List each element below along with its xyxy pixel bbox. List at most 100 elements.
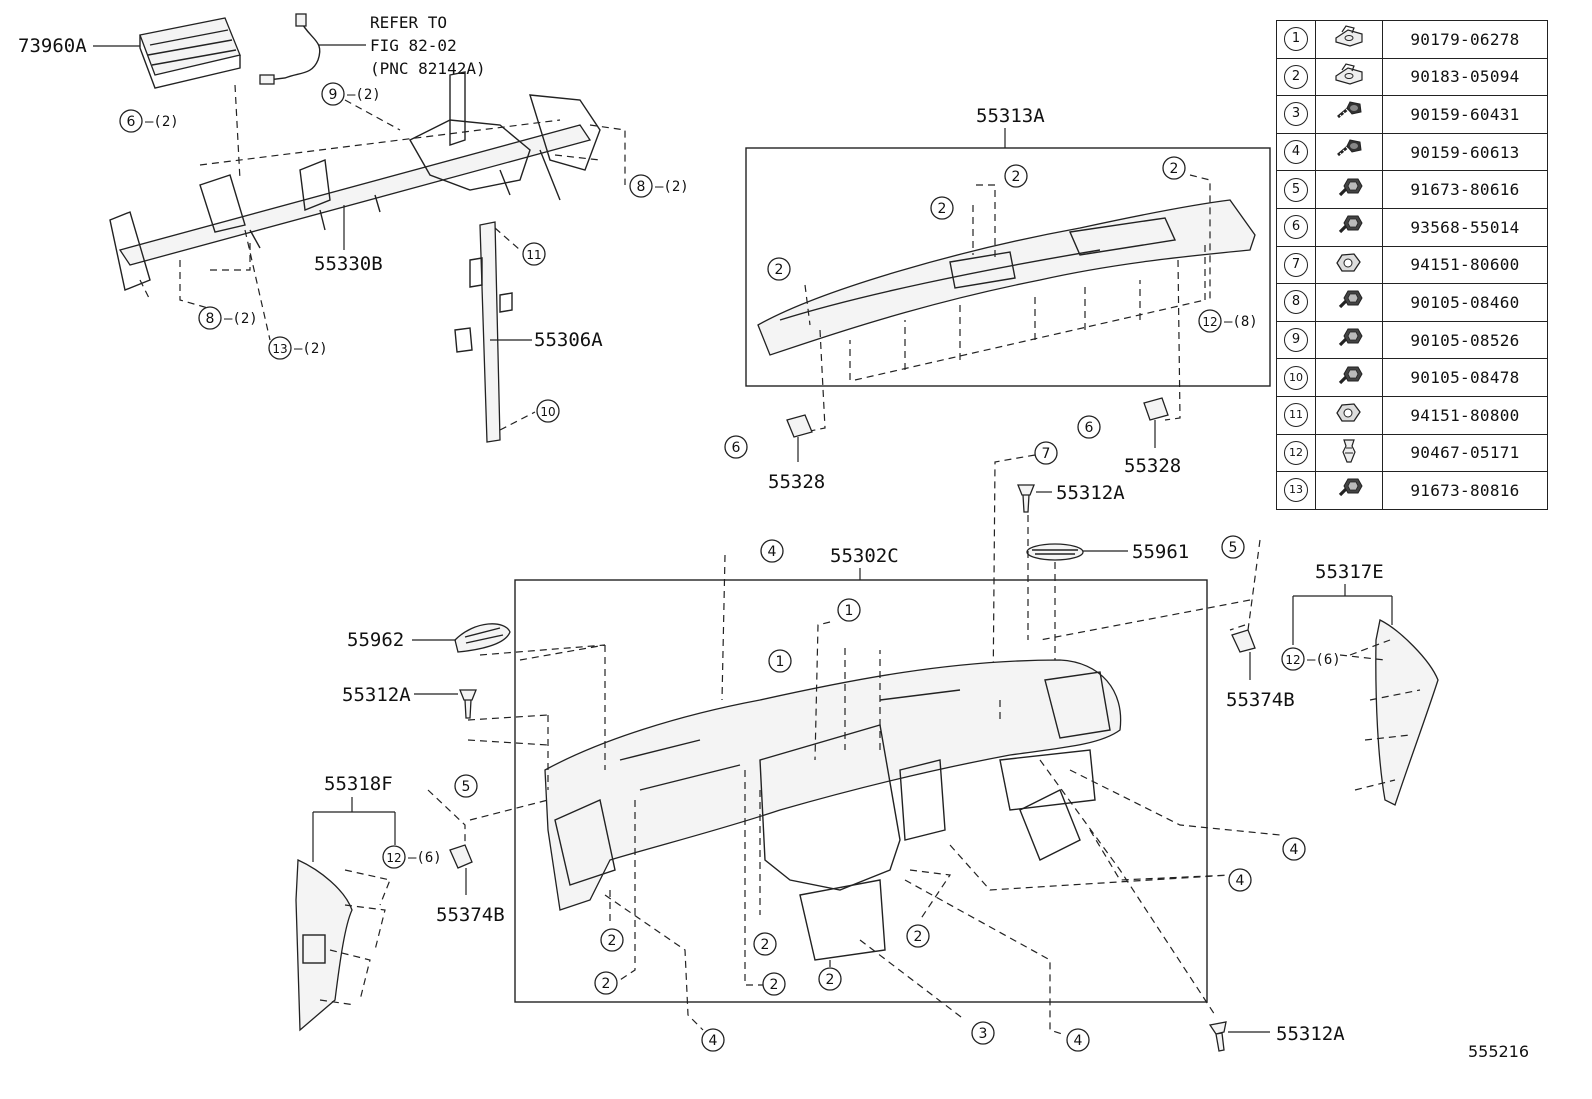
- label-55374B-left: 55374B: [436, 904, 505, 926]
- callout-number: 2: [761, 937, 770, 953]
- bolt-icon: [1315, 170, 1383, 209]
- callout-number: 3: [979, 1026, 988, 1042]
- fastener-row: 6 93568-55014: [1276, 207, 1548, 247]
- fastener-number: 13: [1284, 478, 1308, 503]
- callout-number: 13: [272, 342, 287, 356]
- reinforcement-beam: [109, 71, 601, 291]
- callout-c4-b1: 4: [701, 1028, 725, 1052]
- callout-number: 4: [1236, 873, 1245, 889]
- callout-circle: [1228, 868, 1252, 892]
- callout-c2-j: 2: [906, 924, 930, 948]
- fastener-number: 5: [1284, 177, 1308, 202]
- callout-number: 2: [608, 933, 617, 949]
- callout-quantity: –(6): [1307, 652, 1341, 668]
- callout-number: 6: [127, 114, 136, 130]
- fastener-row: 7 94151-80600: [1276, 245, 1548, 285]
- callout-layer: 6–(2)9–(2)8–(2)8–(2)13–(2)1110222212–(8)…: [119, 82, 1341, 1052]
- callout-circle: [762, 972, 786, 996]
- callout-circle: [837, 598, 861, 622]
- callout-circle: [930, 196, 954, 220]
- fastener-number-cell: 7: [1276, 245, 1316, 285]
- callout-number: 2: [602, 976, 611, 992]
- callout-quantity: –(8): [1224, 314, 1258, 330]
- label-55328-right: 55328: [1124, 455, 1181, 477]
- bracket-55374B-left: [449, 844, 473, 869]
- callout-c3: 3: [971, 1021, 995, 1045]
- fastener-part-number: 90105-08478: [1382, 358, 1548, 397]
- callout-c6-right: 6: [1077, 415, 1101, 439]
- callout-c2-b: 2: [930, 196, 954, 220]
- callout-number: 2: [826, 972, 835, 988]
- callout-circle: [1004, 164, 1028, 188]
- label-55312A-left: 55312A: [342, 684, 411, 706]
- callout-circle: [629, 174, 653, 198]
- callout-circle: [768, 649, 792, 673]
- center-brace: [454, 221, 513, 443]
- callout-circle: [818, 967, 842, 991]
- nut-icon: [1315, 395, 1383, 435]
- fastener-number-cell: 6: [1276, 207, 1316, 247]
- callout-c6-top: 6 –(2): [119, 109, 179, 133]
- fastener-part-number: 90105-08460: [1382, 283, 1548, 322]
- label-55306A: 55306A: [534, 329, 603, 351]
- callout-number: 12: [1285, 653, 1300, 667]
- vent-55962: [454, 623, 511, 653]
- callout-quantity: –(6): [408, 850, 442, 866]
- callout-c1-b: 1: [768, 649, 792, 673]
- callout-c4-r1: 4: [1282, 837, 1306, 861]
- callout-c8-left: 8–(2): [198, 306, 258, 330]
- fastener-number-cell: 4: [1276, 132, 1316, 172]
- callout-circle: [906, 924, 930, 948]
- fastener-number: 6: [1284, 215, 1308, 240]
- clip-icon: [1315, 433, 1383, 473]
- fastener-part-number: 90105-08526: [1382, 320, 1548, 360]
- callout-number: 11: [526, 248, 541, 262]
- callout-number: 2: [938, 201, 947, 217]
- fastener-number: 8: [1284, 290, 1308, 315]
- callout-c13: 13–(2): [268, 336, 328, 360]
- refer-note-line3: (PNC 82142A): [370, 59, 486, 78]
- label-73960A: 73960A: [18, 35, 87, 57]
- callout-c4-r2: 4: [1228, 868, 1252, 892]
- fastener-row: 8 90105-08460: [1276, 283, 1548, 322]
- callout-circle: [1281, 647, 1305, 671]
- callout-quantity: –(2): [145, 114, 179, 130]
- label-55318F: 55318F: [324, 773, 393, 795]
- wire-harness: [259, 13, 321, 85]
- clip-55312A-left: [459, 689, 477, 719]
- fastener-number-cell: 12: [1276, 433, 1316, 473]
- fastener-number-cell: 9: [1276, 320, 1316, 360]
- fastener-part-number: 91673-80816: [1382, 471, 1548, 510]
- callout-number: 8: [206, 311, 215, 327]
- callout-c2-a: 2: [1004, 164, 1028, 188]
- screw-icon: [1315, 132, 1383, 172]
- label-55961: 55961: [1132, 541, 1189, 563]
- fastener-number-cell: 11: [1276, 395, 1316, 435]
- fastener-part-number: 91673-80616: [1382, 170, 1548, 209]
- fastener-part-number: 93568-55014: [1382, 207, 1548, 247]
- fastener-part-number: 94151-80600: [1382, 245, 1548, 285]
- nut-icon: [1315, 245, 1383, 285]
- callout-c2-i: 2: [818, 967, 842, 991]
- upper-dash-panel: [757, 199, 1256, 356]
- callout-c2-c: 2: [767, 257, 791, 281]
- label-55317E: 55317E: [1315, 561, 1384, 583]
- callout-c2-e: 2: [600, 928, 624, 952]
- bolt-icon: [1315, 358, 1383, 397]
- fastener-number: 4: [1284, 140, 1308, 165]
- fastener-number-cell: 13: [1276, 471, 1316, 510]
- bolt-icon: [1315, 207, 1383, 247]
- callout-number: 8: [637, 179, 646, 195]
- label-55328-left: 55328: [768, 471, 825, 493]
- callout-circle: [1198, 309, 1222, 333]
- callout-number: 12: [1202, 315, 1217, 329]
- callout-circle: [536, 399, 560, 423]
- label-55330B: 55330B: [314, 253, 383, 275]
- callout-c1-a: 1: [837, 598, 861, 622]
- fastener-row: 13 91673-80816: [1276, 471, 1548, 510]
- callout-number: 12: [386, 851, 401, 865]
- callout-c6-left: 6: [724, 435, 748, 459]
- main-instrument-panel: [544, 659, 1122, 961]
